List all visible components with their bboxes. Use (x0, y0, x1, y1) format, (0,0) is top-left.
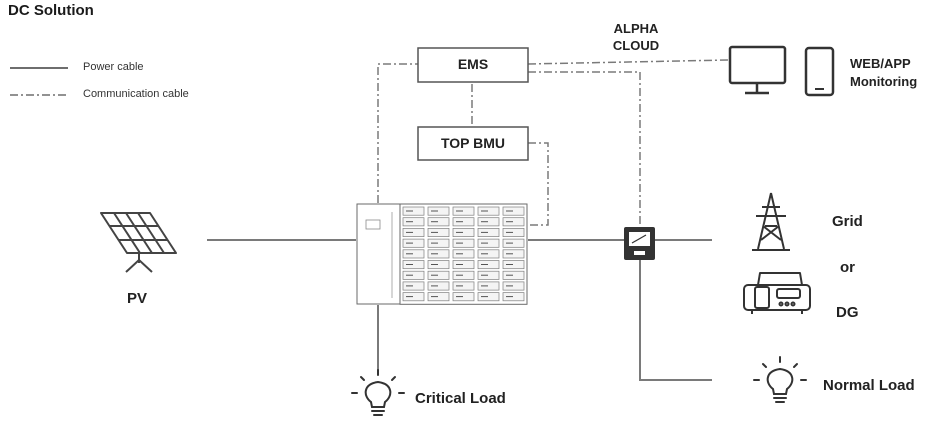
battery-module (452, 281, 475, 291)
normal-load-label: Normal Load (823, 377, 915, 394)
battery-module (502, 260, 525, 270)
battery-cabinet-icon (356, 203, 528, 305)
communication-cables (377, 59, 729, 228)
battery-module (427, 260, 450, 270)
critical-load-bulb-icon (351, 369, 405, 416)
battery-module (477, 217, 500, 227)
diesel-generator-icon (743, 272, 811, 314)
battery-module (427, 292, 450, 302)
battery-module (452, 249, 475, 259)
battery-module (477, 260, 500, 270)
battery-module (452, 238, 475, 248)
grid-label: Grid (832, 213, 863, 230)
battery-module (477, 249, 500, 259)
battery-module (402, 238, 425, 248)
battery-module (402, 249, 425, 259)
battery-module (502, 228, 525, 237)
battery-module (502, 292, 525, 302)
battery-module (477, 270, 500, 280)
battery-module (402, 281, 425, 291)
battery-module (502, 206, 525, 216)
battery-module (402, 292, 425, 302)
battery-module (502, 249, 525, 259)
battery-module (427, 238, 450, 248)
top-bmu-box (417, 126, 529, 161)
battery-module (502, 281, 525, 291)
monitor-icon (728, 45, 787, 95)
battery-module (477, 238, 500, 248)
monitoring-label-line1: WEB/APP (850, 56, 911, 71)
solar-panel-icon (100, 212, 177, 273)
battery-rack-slots (399, 203, 528, 305)
battery-module (452, 206, 475, 216)
meter-icon (624, 227, 655, 260)
legend-communication-label: Communication cable (83, 88, 189, 100)
dg-label: DG (836, 304, 859, 321)
battery-module (427, 228, 450, 237)
battery-module (477, 292, 500, 302)
battery-module (477, 281, 500, 291)
ems-label: EMS (457, 56, 489, 72)
battery-module (427, 217, 450, 227)
battery-module (452, 217, 475, 227)
or-label: or (840, 259, 855, 276)
battery-module (477, 228, 500, 237)
battery-module (402, 217, 425, 227)
transmission-tower-icon (752, 192, 790, 251)
ems-box (417, 47, 529, 83)
battery-module (452, 270, 475, 280)
battery-module (502, 270, 525, 280)
battery-module (402, 228, 425, 237)
battery-module (402, 270, 425, 280)
battery-module (402, 206, 425, 216)
legend-power-label: Power cable (83, 61, 144, 73)
alpha-cloud-label-line2: CLOUD (612, 38, 660, 53)
battery-module (402, 260, 425, 270)
battery-module (452, 292, 475, 302)
phone-icon (804, 46, 835, 97)
critical-load-label: Critical Load (415, 390, 506, 407)
battery-module (502, 238, 525, 248)
normal-load-bulb-icon (753, 356, 807, 403)
battery-module (452, 228, 475, 237)
battery-module (427, 281, 450, 291)
alpha-cloud-label-line1: ALPHA (613, 21, 659, 36)
battery-module (477, 206, 500, 216)
diagram-title: DC Solution (8, 2, 94, 19)
top-bmu-label: TOP BMU (440, 135, 506, 151)
battery-module (427, 206, 450, 216)
battery-module (427, 249, 450, 259)
pv-label: PV (127, 290, 148, 307)
monitoring-label-line2: Monitoring (850, 74, 918, 89)
battery-module (427, 270, 450, 280)
battery-module (502, 217, 525, 227)
battery-module (452, 260, 475, 270)
power-cables (207, 239, 712, 381)
